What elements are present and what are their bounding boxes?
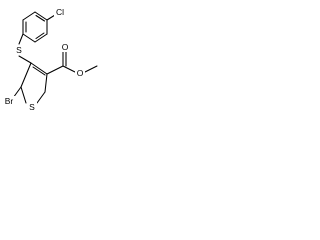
bond (20, 86, 27, 104)
atom-ring-sulfur: S (27, 102, 37, 112)
atom-sulfide-sulfur: S (14, 45, 24, 55)
atom-carbonyl-oxygen: O (60, 42, 70, 52)
double-bond-inner (35, 32, 45, 40)
bond (20, 62, 32, 88)
methyl-ester (46, 51, 98, 75)
bond (22, 33, 36, 43)
atom-label-ring-s: S (29, 102, 35, 112)
atom-label-s: S (16, 45, 22, 55)
dihydrothiophene-ring (20, 62, 48, 104)
bond (46, 14, 56, 21)
bond (30, 62, 48, 75)
bond (34, 11, 48, 21)
bond (22, 11, 36, 21)
bond (62, 65, 76, 73)
atom-label-carbonyl-o: O (62, 42, 69, 52)
atom-label-ester-o: O (77, 68, 84, 78)
chlorophenyl-ring (22, 11, 48, 43)
atom-chlorine: Cl (54, 7, 65, 17)
atom-label-cl: Cl (56, 7, 64, 17)
bond (46, 65, 64, 75)
bond (44, 73, 48, 93)
bond (18, 33, 24, 45)
chemical-structure: Cl S Br S O O (2, 7, 98, 112)
bond (34, 33, 48, 43)
bond (18, 55, 32, 64)
bond (84, 65, 98, 73)
atom-label-br: Br (5, 96, 14, 106)
double-bond-inner (32, 66, 46, 76)
double-bond-inner (35, 14, 46, 22)
bond (36, 91, 46, 104)
atom-ester-oxygen: O (75, 68, 85, 78)
atom-bromine: Br (2, 96, 15, 106)
